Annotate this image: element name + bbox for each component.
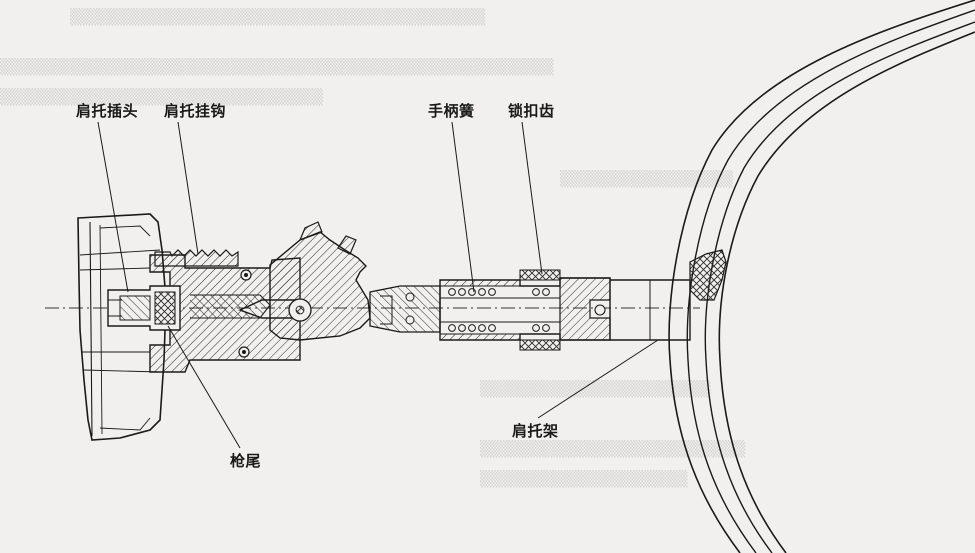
connector-rod: [369, 285, 441, 333]
lever-body: [190, 221, 371, 341]
show-through-text: ▒▒▒▒▒▒▒▒▒▒▒▒▒▒▒: [560, 170, 734, 188]
shoulder-frame: [668, 0, 975, 553]
butt-plate: [77, 213, 167, 441]
show-through-text: ▒▒▒▒▒▒▒▒▒▒▒▒▒▒▒▒▒▒▒▒▒▒▒: [480, 440, 746, 458]
stock-tube: [610, 279, 691, 341]
spring-housing: [439, 277, 611, 341]
show-through-text: ▒▒▒▒▒▒▒▒▒▒▒▒▒▒▒▒▒▒▒▒▒▒▒▒▒▒▒▒▒▒▒▒▒▒▒▒▒▒▒▒…: [0, 58, 554, 76]
show-through-text: ▒▒▒▒▒▒▒▒▒▒▒▒▒▒▒▒▒▒▒▒▒▒▒▒▒▒▒▒▒▒▒▒▒▒▒▒: [70, 8, 486, 26]
leader-lines: [97, 121, 659, 449]
show-through-text: ▒▒▒▒▒▒▒▒▒▒▒▒▒▒▒▒▒▒▒▒▒▒▒▒▒▒▒▒: [0, 88, 323, 106]
label-shoulder-frame: 肩托架: [512, 422, 559, 440]
label-lock-tooth: 锁扣齿: [508, 102, 555, 120]
shoulder-hook: [154, 249, 239, 267]
show-through-text: ▒▒▒▒▒▒▒▒▒▒▒▒▒▒▒▒▒▒: [480, 470, 688, 488]
shoulder-plug: [107, 285, 181, 331]
label-shoulder-plug: 肩托插头: [76, 102, 139, 120]
label-butt: 枪尾: [230, 452, 262, 470]
label-shoulder-hook: 肩托挂钩: [164, 102, 227, 120]
label-handle-spring: 手柄簧: [428, 102, 475, 120]
show-through-text: ▒▒▒▒▒▒▒▒▒▒▒▒▒▒▒▒▒▒▒▒: [480, 380, 711, 398]
spring-coils: [448, 288, 550, 332]
lock-tooth-sleeve: [519, 269, 561, 351]
